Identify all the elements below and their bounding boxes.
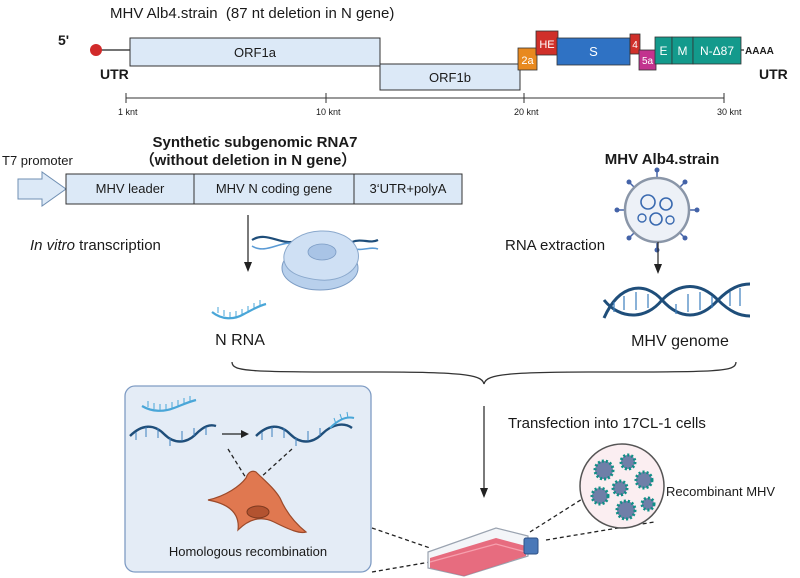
gene-2a-box bbox=[517, 47, 538, 71]
scale-label-1: 1 knt bbox=[118, 107, 138, 117]
scale-bar: 1 knt 10 knt 20 knt 30 knt bbox=[118, 93, 742, 117]
orf1a-box bbox=[129, 37, 381, 67]
segment-3utr-polya bbox=[353, 173, 463, 205]
gene-4-box bbox=[629, 33, 641, 55]
gene-2a-label: 2a bbox=[521, 55, 534, 67]
orf1a-label: ORF1a bbox=[234, 45, 277, 60]
segment-n-coding bbox=[193, 173, 355, 205]
extraction-arrow-head-icon bbox=[654, 264, 662, 274]
transcription-rest: transcription bbox=[75, 237, 161, 254]
genome-small-left-icon bbox=[129, 424, 217, 443]
zoom-dash-virus-left bbox=[529, 493, 591, 533]
five-prime-label: 5' bbox=[58, 32, 69, 48]
gene-he-label: HE bbox=[539, 39, 554, 51]
virion-cluster-icon bbox=[590, 453, 656, 521]
combine-brace bbox=[231, 361, 737, 385]
gene-e-label: E bbox=[659, 44, 667, 58]
rna-polymerase-icon bbox=[251, 230, 379, 291]
flask-cap-icon bbox=[523, 537, 539, 555]
utr-left-label: UTR bbox=[100, 66, 129, 82]
gene-m-label: M bbox=[678, 44, 688, 58]
scale-label-20: 20 knt bbox=[514, 107, 539, 117]
right-flow: MHV Alb4.strain RNA extraction bbox=[505, 151, 751, 350]
figure-title: MHV Alb4.strain (87 nt deletion in N gen… bbox=[110, 5, 394, 22]
cell-nucleus-icon bbox=[246, 505, 270, 519]
recombinant-mhv-zoom: Recombinant MHV bbox=[579, 443, 775, 529]
gene-4-label: 4 bbox=[632, 40, 638, 51]
five-prime-cap-icon bbox=[90, 44, 102, 56]
in-vitro-transcription-label: In vitro transcription bbox=[30, 237, 161, 254]
gene-s-label: S bbox=[589, 44, 598, 59]
synthetic-title-line2: （without deletion in N gene） bbox=[140, 151, 357, 169]
mhv-virion-icon bbox=[614, 167, 700, 253]
n-rna-icon bbox=[211, 300, 267, 320]
mhv-genome-label: MHV genome bbox=[631, 333, 729, 350]
transfection-arrow-head-icon bbox=[480, 488, 488, 498]
transfection-label: Transfection into 17CL-1 cells bbox=[508, 415, 706, 432]
synthetic-title-line1: Synthetic subgenomic RNA7 bbox=[152, 134, 357, 151]
t7-promoter-label: T7 promoter bbox=[2, 153, 73, 168]
utr-right-label: UTR bbox=[759, 66, 788, 82]
t7-promoter-arrow-icon bbox=[17, 171, 67, 207]
recombination-panel: Homologous recombination bbox=[124, 385, 372, 573]
mhv-genome-icon bbox=[602, 282, 751, 319]
orf1b-box bbox=[379, 63, 521, 91]
left-flow: In vitro transcription N RNA bbox=[30, 215, 379, 349]
scale-label-10: 10 knt bbox=[316, 107, 341, 117]
segment-3utr-polya-label: 3‘UTR+polyA bbox=[370, 181, 447, 196]
recombinant-mhv-label: Recombinant MHV bbox=[666, 484, 775, 499]
in-vitro-italic: In vitro bbox=[30, 237, 75, 254]
gene-n-delta87-box bbox=[692, 36, 742, 65]
gene-n-delta87-label: N-Δ87 bbox=[700, 44, 734, 58]
genome-map: 5' UTR UTR AAAA ORF1a ORF1b 2a HE S 4 5a… bbox=[58, 30, 788, 91]
rna-extraction-label: RNA extraction bbox=[505, 237, 605, 254]
orf1b-label: ORF1b bbox=[429, 70, 471, 85]
segment-n-coding-label: MHV N coding gene bbox=[216, 181, 332, 196]
transcription-arrow-head-icon bbox=[244, 262, 252, 272]
culture-flask-icon bbox=[427, 527, 539, 577]
flask-dash-upper bbox=[371, 527, 431, 549]
synthetic-construct: Synthetic subgenomic RNA7 （without delet… bbox=[2, 134, 463, 207]
mhv-strain-title: MHV Alb4.strain bbox=[605, 151, 719, 168]
segment-mhv-leader bbox=[65, 173, 195, 205]
zoom-dash-left bbox=[227, 448, 247, 479]
homologous-recombination-label: Homologous recombination bbox=[169, 544, 327, 559]
poly-a-label: AAAA bbox=[745, 46, 774, 57]
gene-5a-label: 5a bbox=[642, 56, 654, 67]
segment-mhv-leader-label: MHV leader bbox=[96, 181, 165, 196]
scale-label-30: 30 knt bbox=[717, 107, 742, 117]
n-rna-small-icon bbox=[141, 398, 197, 412]
n-rna-label: N RNA bbox=[215, 332, 265, 349]
genome-small-right-icon bbox=[255, 423, 353, 443]
host-cell-icon bbox=[207, 470, 308, 534]
zoom-dash-right bbox=[259, 448, 293, 479]
recombination-arrow-head-icon bbox=[241, 430, 249, 438]
flask-dash-lower bbox=[371, 561, 431, 573]
